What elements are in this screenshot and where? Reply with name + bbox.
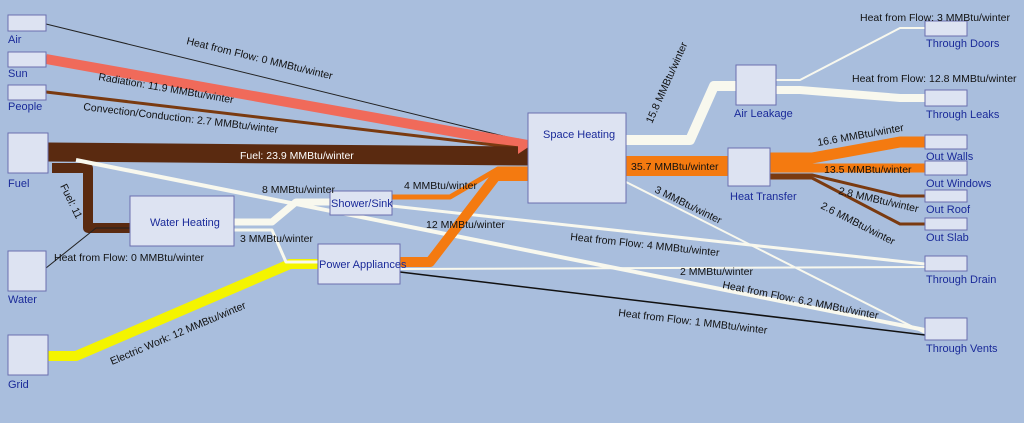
node-through-leaks[interactable] xyxy=(924,89,968,107)
label-space-vents: 3 MMBtu/winter xyxy=(653,184,724,227)
node-through-doors[interactable] xyxy=(924,20,968,37)
node-air-leakage-label: Air Leakage xyxy=(734,108,793,120)
node-air[interactable] xyxy=(7,14,47,32)
node-fuel-label: Fuel xyxy=(8,178,29,190)
node-out-slab-label: Out Slab xyxy=(926,232,969,244)
flow-air-heat xyxy=(45,23,529,143)
label-power-drain: 2 MMBtu/winter xyxy=(680,266,753,278)
flow-space-leak xyxy=(626,81,736,145)
flow-people-convection xyxy=(45,90,529,151)
node-people-label: People xyxy=(8,101,42,113)
node-water-label: Water xyxy=(8,294,37,306)
flow-wh-shower xyxy=(234,198,330,226)
flow-leak-doors xyxy=(776,27,925,81)
flow-out-walls xyxy=(770,136,925,164)
node-through-doors-label: Through Doors xyxy=(926,38,1000,50)
node-water[interactable] xyxy=(7,250,47,292)
label-fuel-water: Fuel: 11 xyxy=(57,182,84,221)
label-wh-power: 3 MMBtu/winter xyxy=(240,233,313,245)
node-water-heating-label: Water Heating xyxy=(150,217,220,229)
node-through-drain[interactable] xyxy=(924,255,968,272)
flow-wh-vents xyxy=(75,158,926,332)
node-out-windows[interactable] xyxy=(924,160,968,176)
node-fuel[interactable] xyxy=(7,132,49,174)
node-space-heating-label: Space Heating xyxy=(543,129,615,141)
node-people[interactable] xyxy=(7,84,47,101)
label-out-windows: 13.5 MMBtu/winter xyxy=(824,164,912,176)
node-out-walls-label: Out Walls xyxy=(926,151,974,163)
label-water-heat: Heat from Flow: 0 MMBtu/winter xyxy=(54,252,204,264)
node-through-vents-label: Through Vents xyxy=(926,343,998,355)
label-power-space: 12 MMBtu/winter xyxy=(426,219,505,231)
flow-space-vents xyxy=(625,181,926,334)
flow-leak-leaks xyxy=(776,86,925,102)
label-wh-shower: 8 MMBtu/winter xyxy=(262,184,335,196)
flow-out-slab xyxy=(770,176,925,226)
node-out-walls[interactable] xyxy=(924,134,968,150)
label-air-heat: Heat from Flow: 0 MMBtu/winter xyxy=(185,35,334,82)
label-power-vents: Heat from Flow: 1 MMBtu/winter xyxy=(618,307,769,337)
node-out-slab[interactable] xyxy=(924,217,968,231)
flow-out-roof xyxy=(770,173,925,198)
node-space-heating[interactable] xyxy=(527,112,627,204)
node-sun[interactable] xyxy=(7,51,47,68)
label-wh-vents: Heat from Flow: 6.2 MMBtu/winter xyxy=(721,279,879,322)
flow-fuel-space xyxy=(47,142,529,166)
flow-grid-electric xyxy=(48,259,318,361)
node-grid[interactable] xyxy=(7,334,49,376)
flow-power-space xyxy=(400,171,528,267)
flow-water-heat xyxy=(45,227,130,269)
label-leak-leaks: Heat from Flow: 12.8 MMBtu/winter xyxy=(852,73,1017,85)
flow-power-drain xyxy=(399,266,926,270)
label-space-transfer: 35.7 MMBtu/winter xyxy=(631,161,719,173)
node-through-drain-label: Through Drain xyxy=(926,274,996,286)
node-through-vents[interactable] xyxy=(924,317,968,341)
label-space-leak: 15.8 MMBtu/winter xyxy=(644,40,691,125)
node-out-windows-label: Out Windows xyxy=(926,178,992,190)
node-through-leaks-label: Through Leaks xyxy=(926,109,1000,121)
label-people-convection: Convection/Conduction: 2.7 MMBtu/winter xyxy=(83,101,280,136)
node-power-appliances[interactable] xyxy=(317,243,401,285)
node-shower-sink-label: Shower/Sink xyxy=(331,198,393,210)
node-water-heating[interactable] xyxy=(129,195,235,247)
node-out-roof-label: Out Roof xyxy=(926,204,971,216)
node-heat-transfer[interactable] xyxy=(727,147,771,187)
label-shower-drain: Heat from Flow: 4 MMBtu/winter xyxy=(570,231,721,259)
node-grid-label: Grid xyxy=(8,379,29,391)
flow-wh-power xyxy=(234,228,318,264)
flow-shower-space xyxy=(392,166,528,200)
flow-sun-radiation xyxy=(45,54,529,150)
label-shower-space: 4 MMBtu/winter xyxy=(404,180,477,192)
node-air-label: Air xyxy=(8,34,22,46)
node-out-roof[interactable] xyxy=(924,189,968,203)
flow-power-vents xyxy=(399,271,926,336)
node-power-appliances-label: Power Appliances xyxy=(319,259,407,271)
node-air-leakage[interactable] xyxy=(735,64,777,106)
node-heat-transfer-label: Heat Transfer xyxy=(730,191,797,203)
label-leak-doors: Heat from Flow: 3 MMBtu/winter xyxy=(860,12,1010,24)
label-fuel-space: Fuel: 23.9 MMBtu/winter xyxy=(240,150,354,162)
flow-shower-drain xyxy=(391,204,926,266)
arrowhead-space-heating xyxy=(518,138,530,154)
node-shower-sink[interactable] xyxy=(329,190,393,216)
node-sun-label: Sun xyxy=(8,68,28,80)
